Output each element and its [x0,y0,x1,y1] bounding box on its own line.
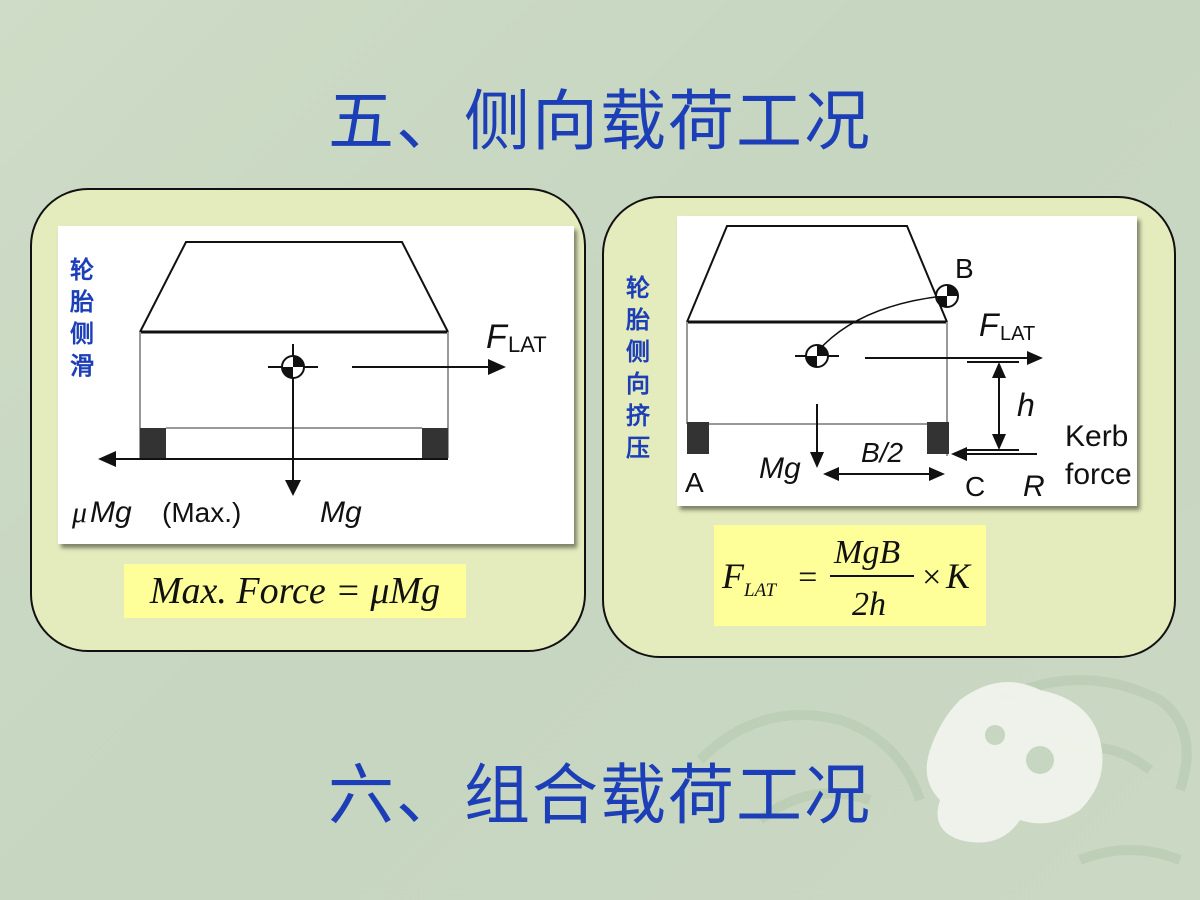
point-b-marker-icon [935,284,959,308]
half-track-dimension [823,467,945,481]
formula-f: F [721,556,745,596]
point-b-label: B [955,253,974,284]
friction-mg-label: Mg [90,496,132,529]
flat-subscript: LAT [508,332,547,357]
friction-arrow [98,451,448,467]
centre-of-gravity-icon [795,344,839,368]
kerb-label: Kerb [1065,420,1128,453]
right-wheel [422,428,448,460]
friction-max-label: (Max.) [162,497,241,528]
height-label: h [1017,387,1035,423]
vertical-label-char: 侧 [626,338,650,366]
vertical-label-char: 胎 [70,288,94,316]
centre-of-gravity-icon [268,344,318,390]
formula-times: × [920,559,943,596]
height-dimension [967,361,1019,451]
point-a-label: A [685,467,704,498]
point-c-label: C [965,471,985,502]
weight-arrow [810,404,824,468]
flat-label: F [486,318,509,356]
kerb-force-arrow [951,447,1037,461]
vertical-label-char: 胎 [626,306,650,334]
side-slip-vertical-label: 轮 胎 侧 滑 [67,254,97,382]
left-wheel [687,422,709,454]
weight-label: Mg [320,496,362,529]
vertical-label-char: 向 [626,370,650,398]
flat-label: F [979,307,1001,343]
kerb-push-diagram: B F LAT h Kerb force A Mg B/2 C R [677,216,1137,506]
formula-subscript: LAT [743,580,777,601]
section-title-lateral-load: 五、侧向载荷工况 [328,83,872,160]
vertical-label-char: 轮 [626,274,650,302]
formula-denominator: 2h [852,586,886,623]
section-title-combined-load: 六、组合载荷工况 [328,757,872,834]
formula-k: K [945,556,972,596]
vertical-label-char: 挤 [626,402,650,430]
weight-label: Mg [759,452,801,485]
mu-symbol: μ [71,496,87,529]
weight-arrow [285,390,301,496]
max-force-formula: Max. Force = μMg [124,564,466,618]
half-track-label: B/2 [861,437,903,468]
formula-numerator: MgB [833,534,900,571]
rotation-arc [816,295,944,353]
formula-equals: = [796,559,819,596]
force-label: force [1065,458,1132,491]
vertical-label-char: 轮 [70,256,94,284]
left-wheel [140,428,166,460]
right-wheel [927,422,949,454]
side-slip-diagram: F LAT μ Mg (Max.) Mg [58,226,574,544]
lateral-force-arrow [352,359,506,375]
vertical-label-char: 压 [626,434,650,462]
lateral-force-arrow [865,351,1043,365]
reaction-label: R [1023,470,1045,503]
lateral-force-formula: F LAT = MgB 2h × K [714,525,986,626]
vertical-label-char: 侧 [70,320,94,348]
kerb-push-vertical-label: 轮 胎 侧 向 挤 压 [623,272,653,464]
vertical-label-char: 滑 [70,352,94,380]
flat-subscript: LAT [1000,323,1035,345]
